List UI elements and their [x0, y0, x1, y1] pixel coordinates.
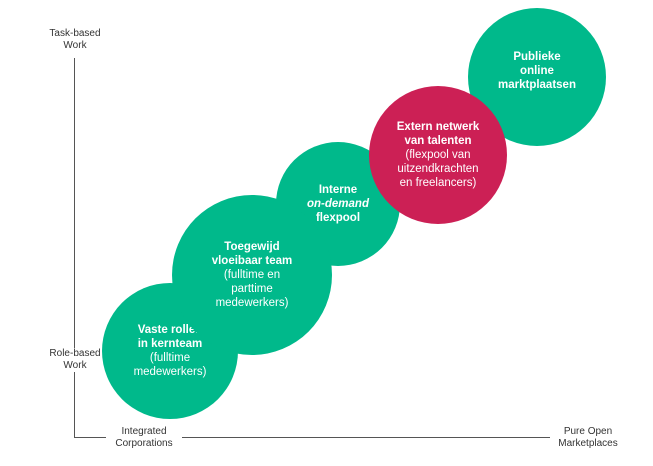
bubble-extern-netwerk: Extern netwerk van talenten (flexpool van u… [369, 86, 507, 224]
bubble-text-line: (fulltime [149, 352, 191, 364]
bubble-text-line: on-demand [307, 198, 369, 210]
bubble-text-line: parttime [231, 283, 273, 295]
bubble-text-line: flexpool [315, 212, 361, 224]
bubble-text-line: van talenten [404, 135, 472, 147]
y-axis-top-label-line: Work [63, 40, 87, 51]
y-axis-bottom-label: Role-based Work [42, 348, 108, 372]
y-axis-bottom-label-line: Work [63, 360, 87, 371]
bubble-text-line: online [520, 65, 554, 77]
x-axis-right-label-line: Marketplaces [558, 438, 618, 449]
bubble-text-line: Interne [318, 184, 358, 196]
bubble-text-line: en freelancers) [399, 177, 477, 189]
x-axis-line [74, 437, 564, 438]
bubble-text-line: in kernteam [137, 338, 203, 350]
bubble-text-line: uitzendkrachten [397, 163, 479, 175]
y-axis-bottom-label-line: Role-based [49, 348, 101, 359]
bubble-text-line: Toegewijd [224, 241, 280, 253]
bubble-text-line: vloeibaar team [211, 255, 293, 267]
y-axis-line [74, 58, 75, 438]
x-axis-left-label: Integrated Corporations [106, 426, 182, 450]
bubble-text-line: marktplaatsen [498, 79, 576, 91]
bubble-text-line: Publieke [513, 51, 561, 63]
bubble-text-line: medewerkers) [133, 366, 207, 378]
bubble-text-line: (fulltime en [223, 269, 281, 281]
bubble-text-line: (flexpool van [405, 149, 471, 161]
x-axis-right-label-line: Pure Open [563, 426, 613, 437]
x-axis-right-label: Pure Open Marketplaces [550, 426, 626, 450]
bubble-text-line: Extern netwerk [396, 121, 480, 133]
y-axis-top-label-line: Task-based [49, 28, 101, 39]
bubble-text-line: Vaste rollen [137, 324, 203, 336]
bubble-text-line: medewerkers) [215, 297, 289, 309]
y-axis-top-label: Task-based Work [44, 28, 106, 52]
x-axis-left-label-line: Integrated [121, 426, 167, 437]
bubble-toegewijd: Toegewijd vloeibaar team (fulltime en partt… [172, 195, 332, 355]
x-axis-left-label-line: Corporations [115, 438, 173, 449]
